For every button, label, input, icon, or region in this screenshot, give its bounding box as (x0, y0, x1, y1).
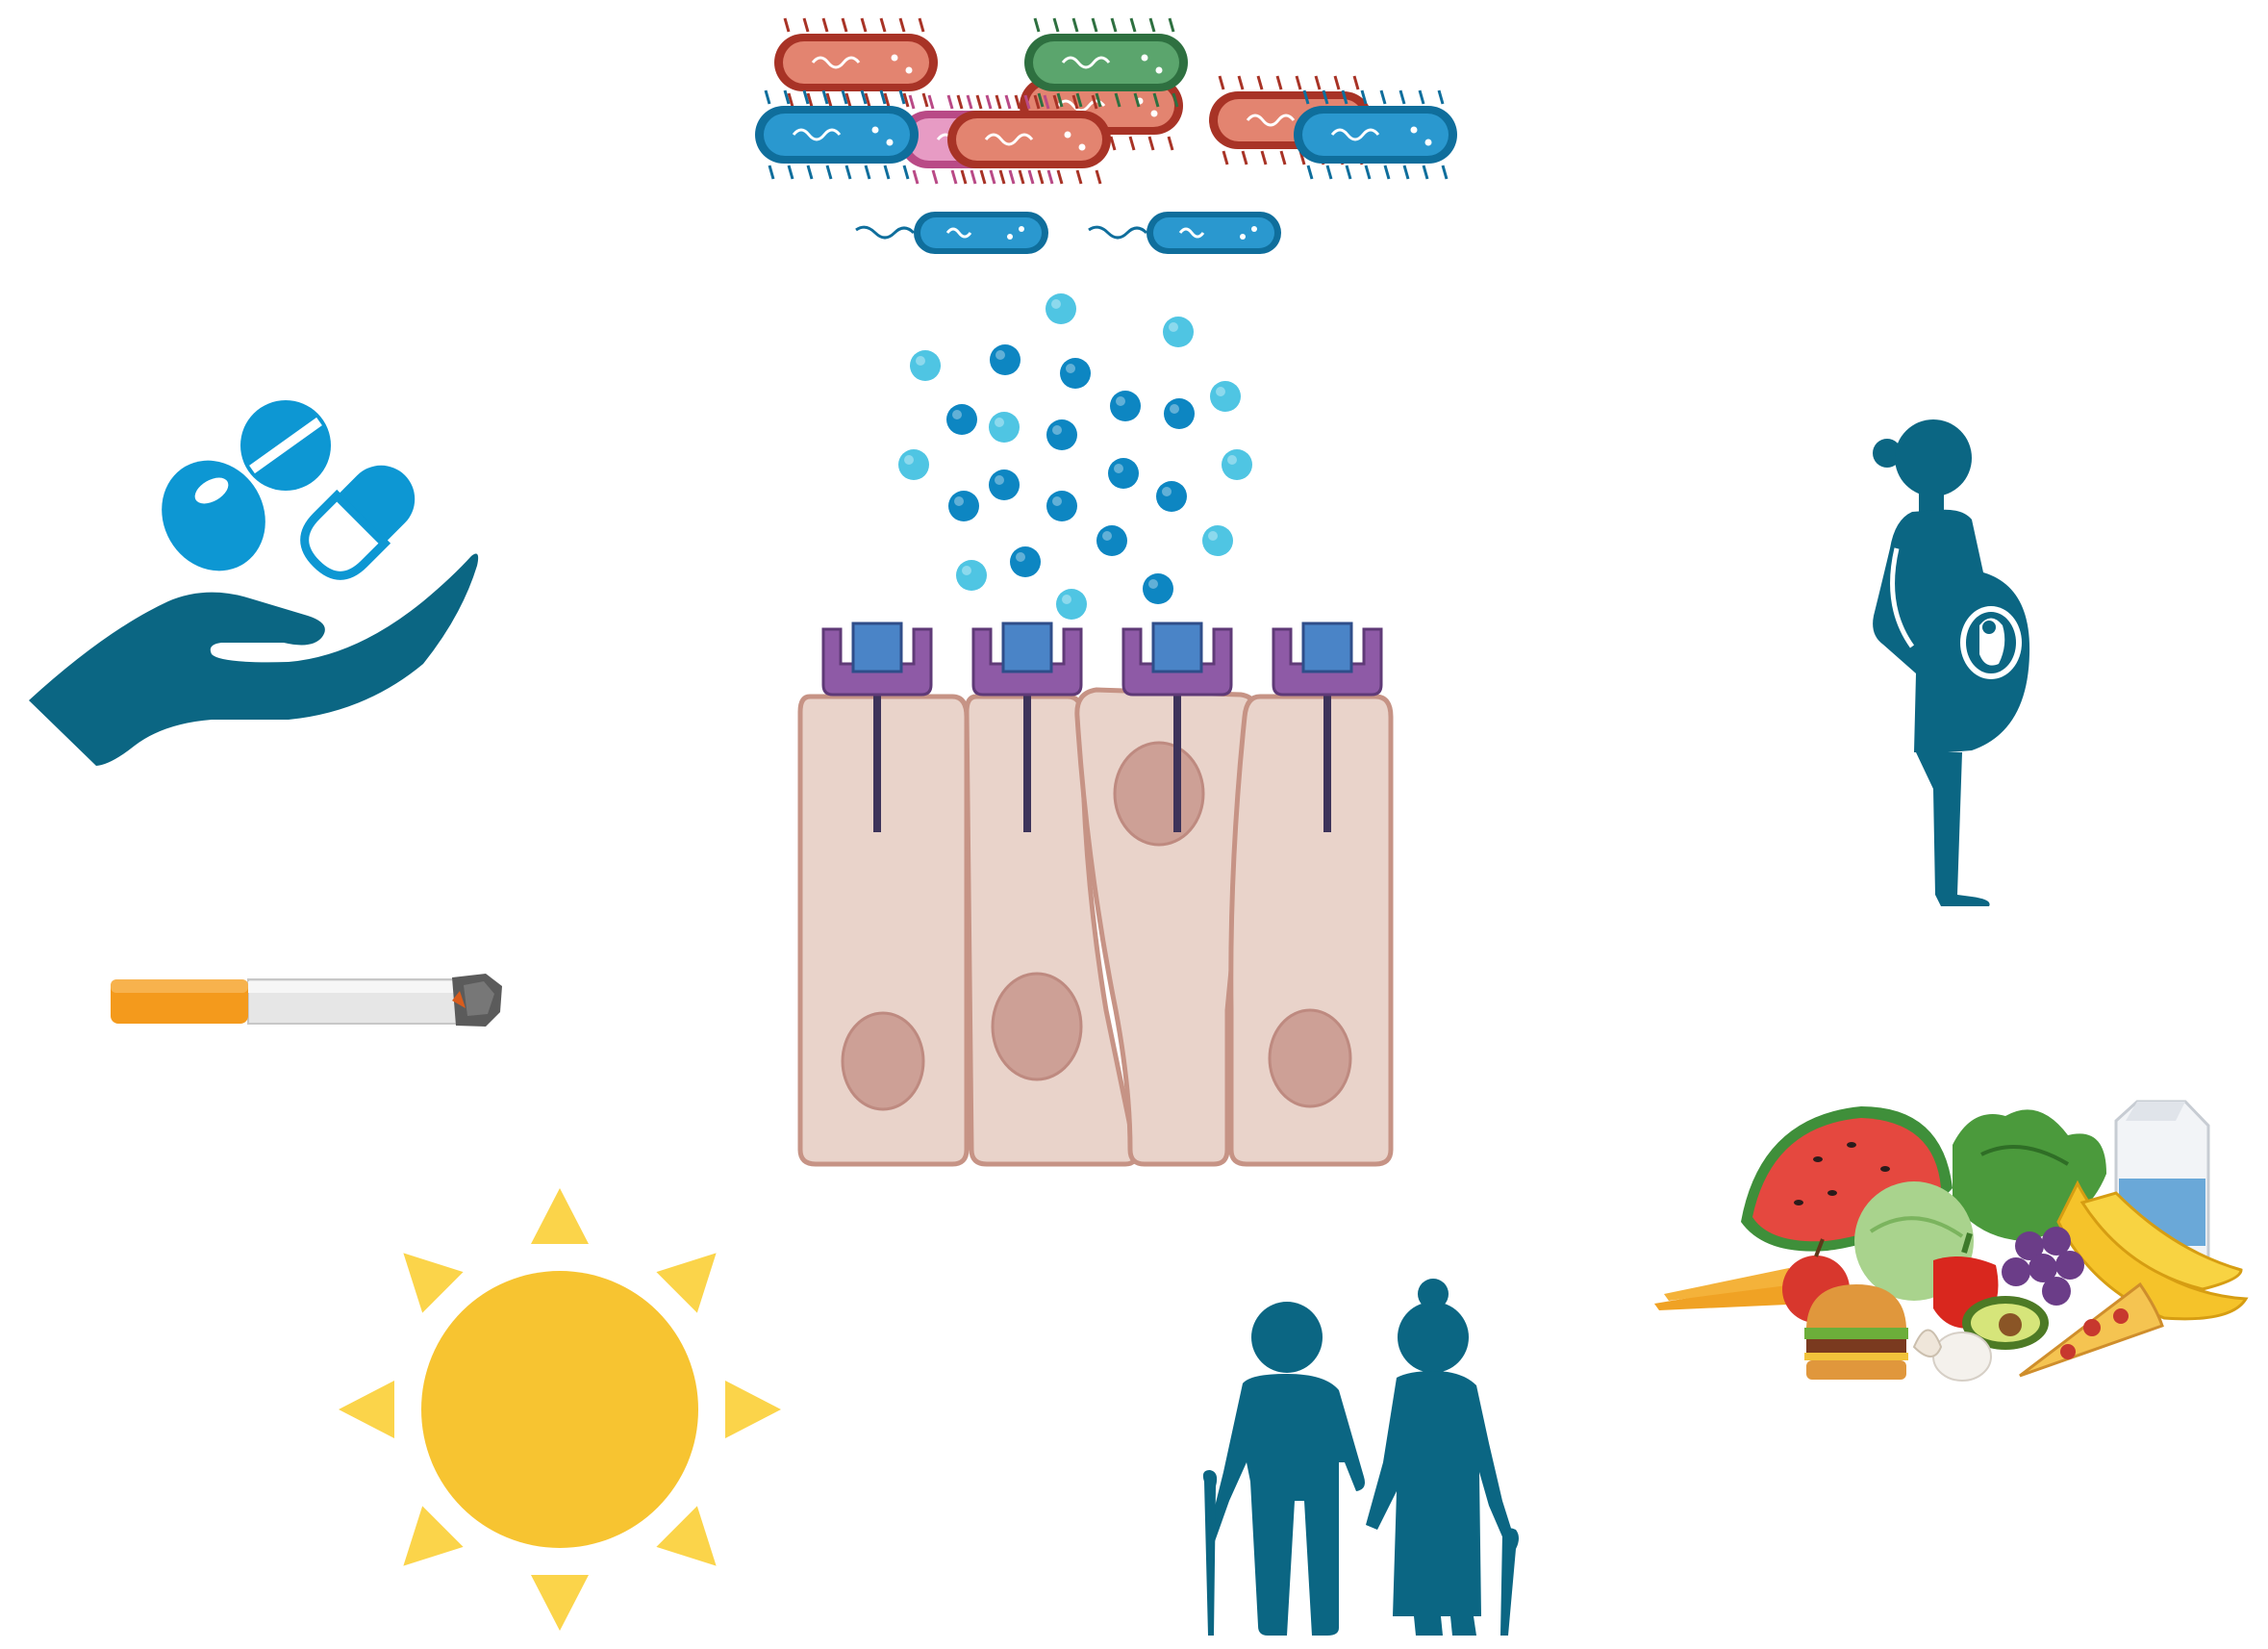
cell-nucleus (991, 972, 1083, 1081)
metabolite-particle (898, 449, 929, 480)
receptor-group (821, 622, 1383, 832)
metabolite-particle (1056, 589, 1087, 620)
sun-ray (725, 1381, 781, 1438)
bacterium (755, 89, 919, 180)
metabolite-particle (910, 350, 941, 381)
metabolite-particle (989, 469, 1020, 500)
sun-icon (339, 1188, 781, 1631)
food-diet-icon (1654, 1100, 2249, 1382)
cell-nucleus (1268, 1008, 1352, 1108)
medication-hand-icon (29, 400, 479, 766)
receptor (821, 622, 933, 832)
receptor (1272, 622, 1383, 832)
metabolite-particle (1164, 398, 1195, 429)
metabolite-particle (1108, 458, 1139, 489)
metabolite-particle (1060, 358, 1091, 389)
bacterium (947, 94, 1111, 185)
metabolite-particles-icon (898, 293, 1252, 620)
metabolite-particle (1202, 525, 1233, 556)
pregnant-woman-icon (1873, 419, 2030, 906)
metabolite-particle (1222, 449, 1252, 480)
sun-ray (531, 1575, 589, 1631)
metabolite-particle (1163, 317, 1194, 347)
sun-ray (656, 1253, 717, 1313)
metabolite-particle (1046, 293, 1076, 324)
sun-ray (531, 1188, 589, 1244)
sun-ray (656, 1506, 717, 1566)
metabolite-particle (1156, 481, 1187, 512)
bacterium (774, 17, 938, 108)
sun-ray (403, 1506, 464, 1566)
cell-nucleus (841, 1011, 925, 1111)
metabolite-particle (946, 404, 977, 435)
bacterium (1024, 17, 1188, 108)
bacteria-cluster-icon (755, 17, 1457, 254)
sun-ray (339, 1381, 394, 1438)
metabolite-particle (1046, 491, 1077, 521)
metabolite-particle (956, 560, 987, 591)
sun-ray (403, 1253, 464, 1313)
elderly-couple-icon (1202, 1279, 1519, 1636)
metabolite-particle (1046, 419, 1077, 450)
bacterium (1294, 89, 1457, 180)
cigarette-icon (111, 974, 502, 1027)
metabolite-particle (948, 491, 979, 521)
metabolite-particle (1110, 391, 1141, 421)
cell-nucleus (1113, 741, 1205, 847)
bacterium-flagellated (1088, 212, 1281, 254)
bacterium-flagellated (855, 212, 1048, 254)
metabolite-particle (1010, 546, 1041, 577)
receptor (1121, 622, 1233, 832)
metabolite-particle (989, 412, 1020, 443)
metabolite-particle (1096, 525, 1127, 556)
metabolite-particle (1210, 381, 1241, 412)
receptor (971, 622, 1083, 832)
metabolite-particle (1143, 573, 1173, 604)
metabolite-particle (990, 344, 1021, 375)
epithelial-cells-icon (797, 687, 1394, 1167)
